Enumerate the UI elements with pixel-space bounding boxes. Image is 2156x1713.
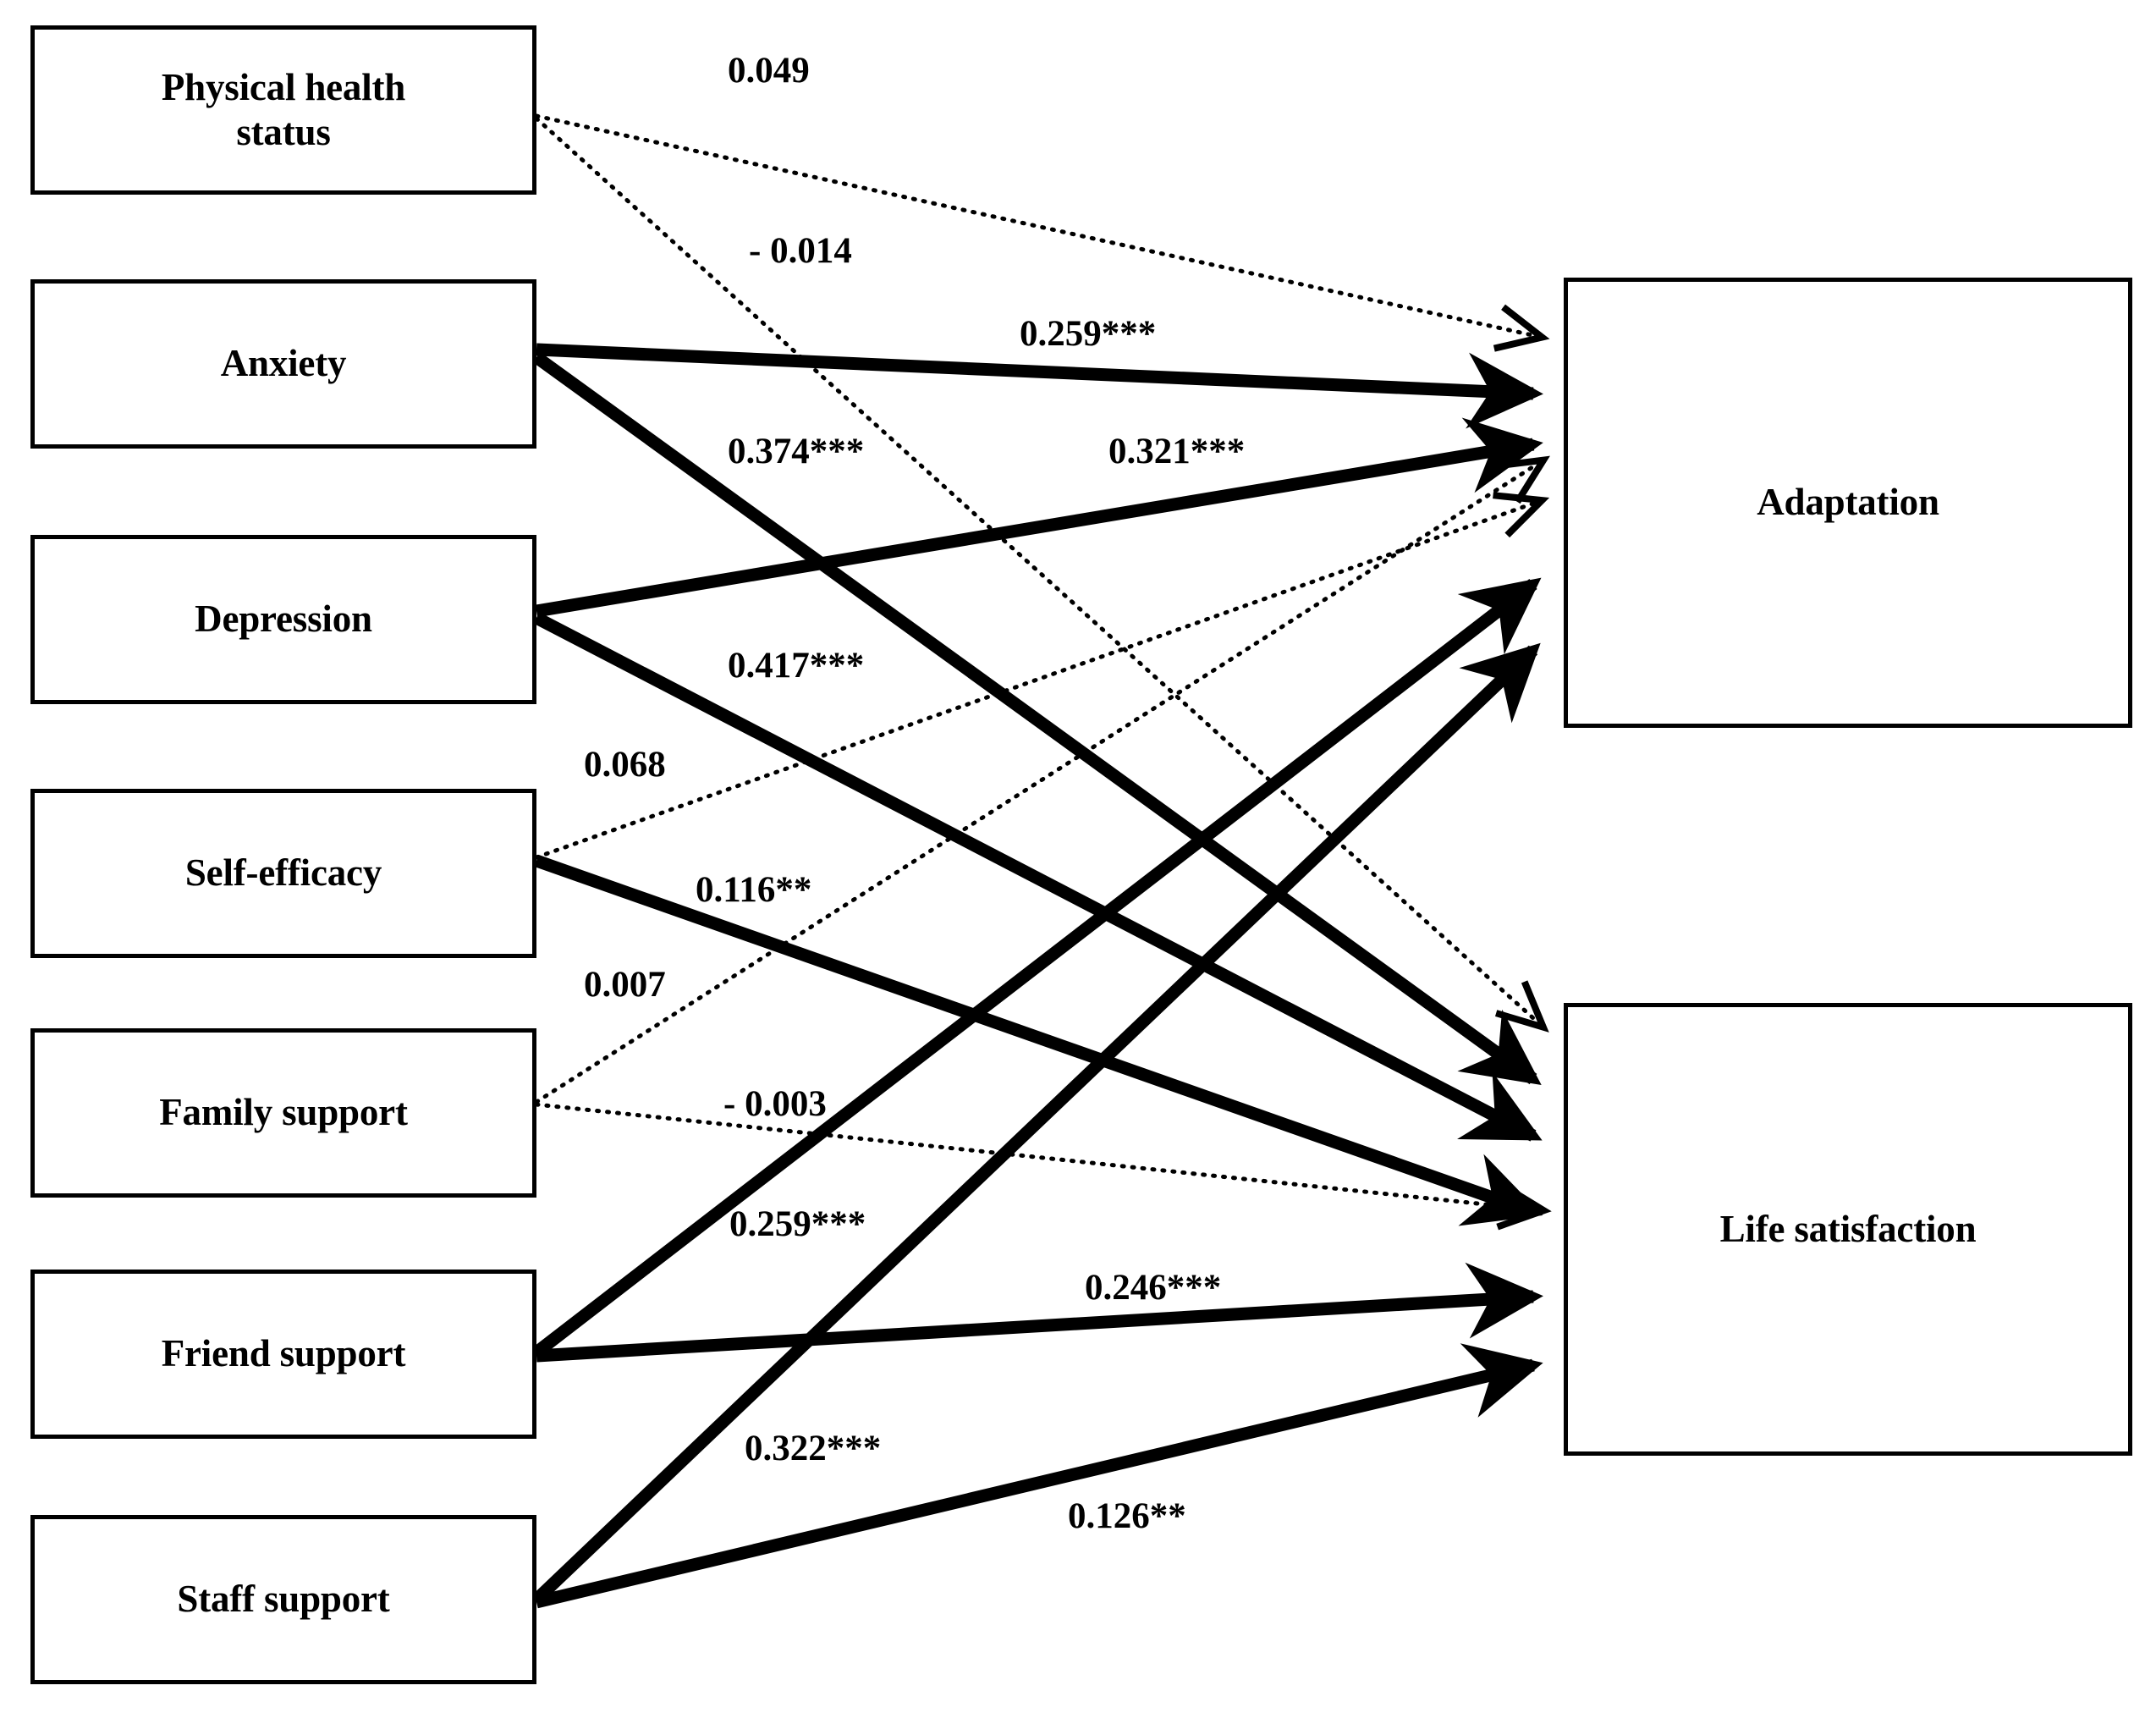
coef-label-self-life: 0.116** [696,870,812,910]
path-arrow-self-adaptation [534,492,1550,860]
node-life-satisfaction[interactable]: Life satisfaction [1564,1003,2132,1456]
node-label-adaptation: Adaptation [1757,481,1939,524]
coef-label-anx-life: 0.374*** [728,432,865,471]
coef-label-dep-adaptation: 0.321*** [1108,432,1246,471]
node-self-efficacy[interactable]: Self-efficacy [30,789,536,958]
coef-label-anx-adaptation: 0.259*** [1020,314,1157,354]
coef-label-phs-adaptation: 0.049 [728,51,810,91]
path-arrow-phs-adaptation [534,113,1550,352]
coef-label-fam-life: - 0.003 [723,1084,827,1124]
node-friend-support[interactable]: Friend support [30,1270,536,1439]
path-arrow-fri-adaptation [532,577,1542,1358]
path-arrow-dep-adaptation [535,417,1543,618]
path-arrow-phs-life [534,116,1549,1033]
node-label-anxiety: Anxiety [220,342,347,385]
node-anxiety[interactable]: Anxiety [30,279,536,449]
node-label-staff-support: Staff support [177,1578,390,1621]
path-arrow-fam-life [534,1102,1552,1231]
coef-label-fam-adaptation: 0.007 [584,965,666,1005]
node-label-depression: Depression [195,598,372,641]
coef-label-fri-life: 0.246*** [1085,1268,1222,1308]
path-arrow-self-life [534,854,1543,1226]
path-arrow-dep-life [533,612,1543,1142]
coef-label-stf-life: 0.126** [1068,1496,1186,1536]
coef-label-phs-life: - 0.014 [749,231,852,271]
node-label-family-support: Family support [159,1091,408,1134]
path-arrow-anx-life [532,351,1542,1086]
path-arrow-stf-adaptation [531,642,1541,1605]
node-family-support[interactable]: Family support [30,1028,536,1198]
node-depression[interactable]: Depression [30,535,536,704]
node-label-self-efficacy: Self-efficacy [184,851,382,895]
path-arrow-fri-life [536,1262,1543,1363]
coef-label-fri-adaptation: 0.259*** [729,1204,866,1244]
coef-label-self-adaptation: 0.068 [584,745,666,785]
node-staff-support[interactable]: Staff support [30,1515,536,1684]
node-label-friend-support: Friend support [161,1332,406,1375]
coef-label-stf-adaptation: 0.322*** [745,1429,882,1468]
node-label-life-satisfaction: Life satisfaction [1719,1207,1977,1250]
path-arrow-anx-adaptation [536,343,1543,429]
node-adaptation[interactable]: Adaptation [1564,278,2132,728]
path-arrow-stf-life [535,1343,1543,1609]
path-arrow-fam-adaptation [534,455,1550,1104]
coef-label-dep-life: 0.417*** [728,646,865,686]
